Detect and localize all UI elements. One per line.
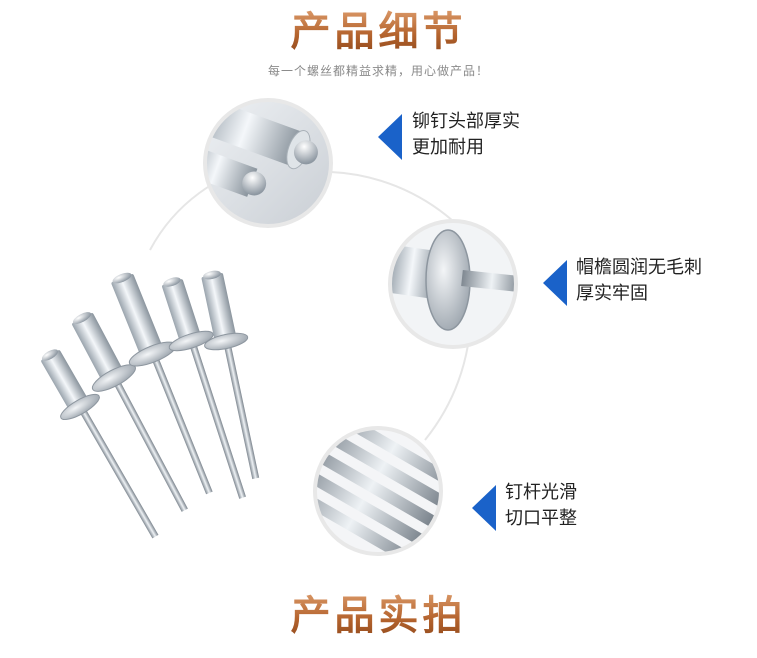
rivet — [111, 272, 213, 495]
arc-line — [330, 171, 454, 222]
feature-line: 铆钉头部厚实 — [412, 111, 520, 132]
arc-line — [424, 344, 469, 441]
section-subtitle: 每一个螺丝都精益求精，用心做产品！ — [267, 64, 489, 78]
marker-triangle-icon — [543, 260, 567, 306]
detail-circle-flange — [388, 219, 518, 349]
rivet — [72, 312, 188, 512]
feature-line: 更加耐用 — [412, 137, 484, 158]
feature-line: 帽檐圆润无毛刺 — [576, 257, 702, 278]
feature-line: 厚实牢固 — [576, 283, 648, 304]
section-title-photos: 产品实拍 — [0, 588, 757, 644]
feature-line: 钉杆光滑 — [505, 482, 577, 503]
rivet — [162, 277, 246, 499]
feature-line: 切口平整 — [505, 508, 577, 529]
detail-circle-shank — [313, 426, 443, 556]
marker-triangle-icon — [472, 485, 496, 531]
rivet-group — [41, 270, 260, 539]
rivet — [201, 270, 260, 480]
rivet — [41, 349, 159, 539]
section-title: 产品细节 — [0, 6, 757, 58]
marker-triangle-icon — [378, 114, 402, 160]
detail-circle-head — [203, 98, 333, 228]
